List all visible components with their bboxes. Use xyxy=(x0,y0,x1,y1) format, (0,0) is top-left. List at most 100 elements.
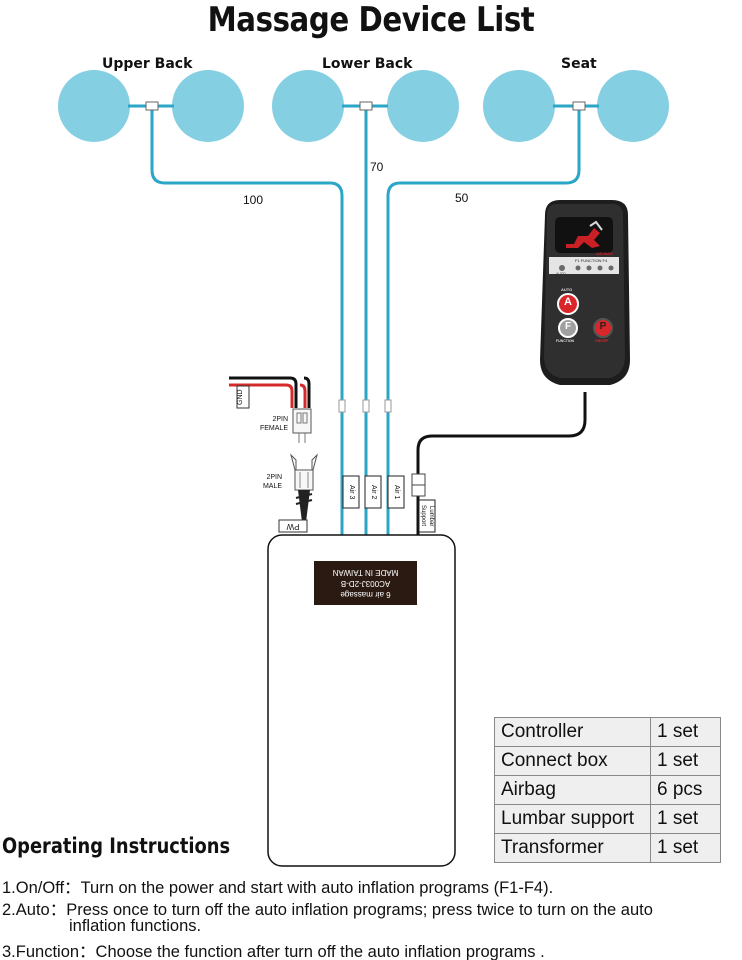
wire-red xyxy=(229,383,294,408)
power-button-glyph: P xyxy=(599,321,607,332)
auto-button[interactable] xyxy=(557,293,579,315)
hose-air1 xyxy=(386,110,581,535)
part-name: Transformer xyxy=(494,833,651,863)
remote-brand-label: AIR BAG xyxy=(596,251,613,256)
table-row: Transformer 1 set xyxy=(494,833,721,863)
airbag-seat-right xyxy=(597,70,669,142)
step-lead: 3.Function： xyxy=(2,943,96,960)
remote-auto-label: AUTO xyxy=(561,287,573,292)
part-qty: 1 set xyxy=(650,746,721,776)
step-text: Press once to turn off the auto inflatio… xyxy=(66,901,653,919)
hose-air3 xyxy=(150,110,344,535)
part-name: Controller xyxy=(494,717,651,747)
female-connector-label: 2PIN FEMALE xyxy=(250,415,288,433)
part-qty: 1 set xyxy=(650,717,721,747)
connect-box-label-bg xyxy=(314,561,417,605)
auto-button-glyph: A xyxy=(564,296,572,308)
port-label-air3: Air 3 xyxy=(348,484,355,500)
connect-box-label: 6 air massage AC003J-2D-B MADE IN TAIWAN xyxy=(314,561,417,605)
parts-table: Controller 1 set Connect box 1 set Airba… xyxy=(494,717,721,863)
remote-function-text: F1 FUNCTION F4 xyxy=(575,258,608,263)
hose-length-seat: 50 xyxy=(455,191,469,205)
female-label-line2: FEMALE xyxy=(259,425,288,432)
function-button-glyph: F xyxy=(564,321,572,332)
airbags xyxy=(58,70,669,142)
function-button[interactable] xyxy=(558,318,578,338)
part-name: Connect box xyxy=(494,746,651,776)
male-connector-label: 2PIN MALE xyxy=(252,473,282,491)
step-lead: 1.On/Off： xyxy=(2,879,81,897)
box-label-line2: AC003J-2D-B xyxy=(340,579,391,588)
led-f2 xyxy=(586,265,592,271)
led-f4 xyxy=(608,265,614,271)
port-tag-air3 xyxy=(342,475,360,509)
lumbar-label-line2: Support xyxy=(420,505,426,527)
lumbar-support-label: Lumbar Support xyxy=(419,500,435,532)
air-hoses xyxy=(128,104,599,535)
port-label-air1: Air 1 xyxy=(393,484,400,500)
power-wires xyxy=(229,376,311,408)
wire-black-lower xyxy=(303,376,311,408)
part-name: Airbag xyxy=(494,775,651,805)
table-row: Airbag 6 pcs xyxy=(494,775,721,805)
remote-power-label: ON/OFF xyxy=(595,339,609,343)
wire-red-lower xyxy=(299,383,307,408)
chair-logo-icon xyxy=(566,228,600,248)
connector-2pin-male xyxy=(290,453,318,522)
t-connectors xyxy=(145,101,586,111)
step-text: Choose the function after turn off the a… xyxy=(95,943,545,960)
connector-2pin-female xyxy=(292,408,312,443)
t-connector-upper-back xyxy=(145,101,159,111)
coupler-air3 xyxy=(338,399,346,413)
connect-box xyxy=(267,534,456,867)
led-f1 xyxy=(575,265,581,271)
pw-label: PW xyxy=(286,522,300,531)
table-row: Controller 1 set xyxy=(494,717,721,747)
part-qty: 6 pcs xyxy=(650,775,721,805)
remote-function-label: FUNCTION xyxy=(556,339,575,343)
hose-length-upper-back: 100 xyxy=(243,193,264,207)
instruction-step-2-continued: inflation functions. xyxy=(69,917,202,935)
table-row: Lumbar support 1 set xyxy=(494,804,721,834)
part-name: Lumbar support xyxy=(494,804,651,834)
airbag-seat-left xyxy=(483,70,555,142)
page-title: Massage Device List xyxy=(207,0,535,40)
instruction-step-2: 2.Auto：Press once to turn off the auto i… xyxy=(2,896,653,920)
port-tags xyxy=(342,475,405,509)
coupler-air1 xyxy=(384,399,392,413)
remote-cable xyxy=(416,392,587,535)
male-label-line1: 2PIN xyxy=(266,474,282,481)
remote-auto-led-label: AUTO xyxy=(556,272,566,276)
airbag-upper-back-right xyxy=(172,70,244,142)
hose-couplers xyxy=(338,399,392,413)
zone-label-lower-back: Lower Back xyxy=(322,56,413,72)
box-label-line1: 6 air massage xyxy=(340,590,391,599)
step-lead: 2.Auto： xyxy=(2,901,67,919)
port-tag-air2 xyxy=(364,475,382,509)
port-tag-air1 xyxy=(387,475,405,509)
power-button[interactable] xyxy=(593,318,613,338)
gnd-label: GND xyxy=(237,389,244,405)
male-label-line2: MALE xyxy=(262,483,282,490)
airbag-lower-back-left xyxy=(272,70,344,142)
part-qty: 1 set xyxy=(650,804,721,834)
part-qty: 1 set xyxy=(650,833,721,863)
zone-label-upper-back: Upper Back xyxy=(102,56,193,72)
coupler-air2 xyxy=(362,399,370,413)
lumbar-label-line1: Lumbar xyxy=(428,505,434,527)
pw-tag xyxy=(278,519,308,533)
port-label-air2: Air 2 xyxy=(370,484,377,500)
led-f3 xyxy=(597,265,603,271)
table-row: Connect box 1 set xyxy=(494,746,721,776)
wire-black xyxy=(229,376,298,408)
instruction-step-3: 3.Function：Choose the function after tur… xyxy=(2,938,545,960)
led-auto xyxy=(559,265,565,271)
t-connector-seat xyxy=(572,101,586,111)
remote-controller[interactable] xyxy=(540,200,630,385)
airbag-upper-back-left xyxy=(58,70,130,142)
zone-label-seat: Seat xyxy=(561,56,597,72)
lumbar-tag xyxy=(418,499,436,533)
female-label-line1: 2PIN xyxy=(272,416,288,423)
